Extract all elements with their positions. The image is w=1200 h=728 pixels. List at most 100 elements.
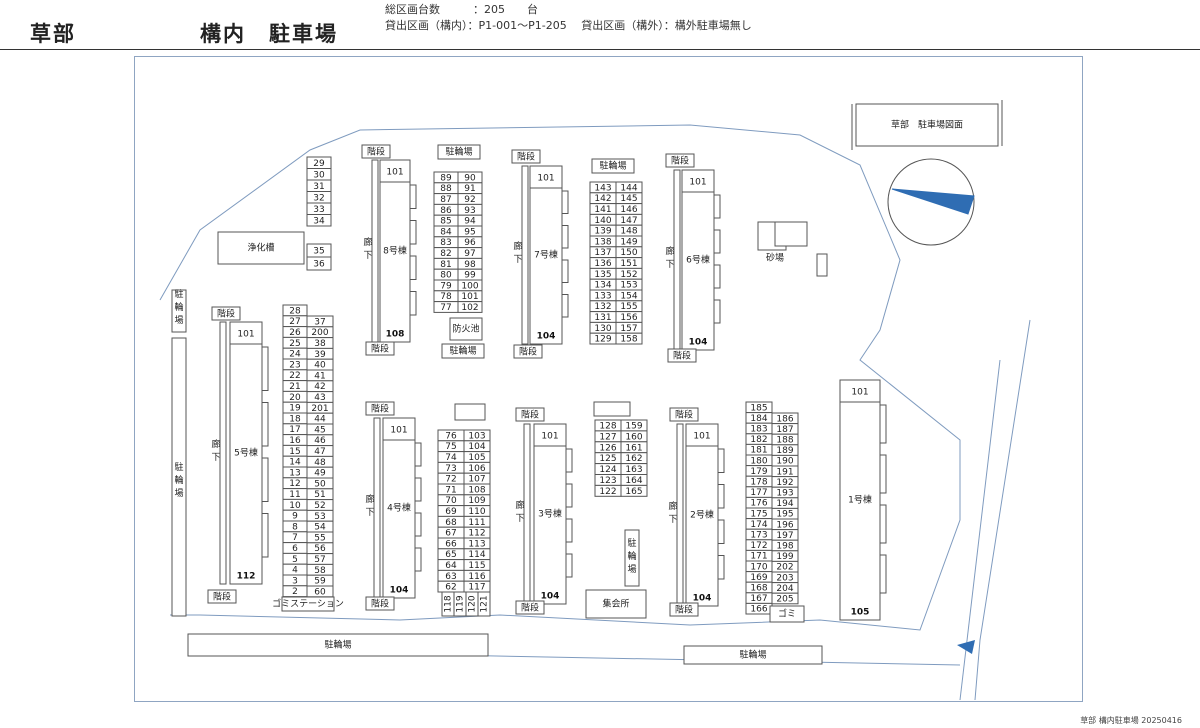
lot-21: 21 <box>289 382 300 392</box>
lot-142: 142 <box>594 194 611 204</box>
building-room-box <box>229 321 263 345</box>
stairs-label: 階段 <box>217 308 235 320</box>
lot-57: 57 <box>314 555 325 565</box>
lot-108: 108 <box>468 485 485 495</box>
building-name: 7号棟 <box>534 249 558 261</box>
lot-177: 177 <box>750 488 767 498</box>
lot-77: 77 <box>440 303 451 313</box>
lot-6: 6 <box>292 544 298 554</box>
stairs-label: 階段 <box>675 604 693 616</box>
corridor-label: 廊下 <box>665 245 674 270</box>
stairs-label: 階段 <box>521 602 539 614</box>
lot-153: 153 <box>620 281 637 291</box>
balcony <box>717 448 725 473</box>
lot-81: 81 <box>440 260 451 270</box>
lot-141: 141 <box>594 205 611 215</box>
lot-49: 49 <box>314 469 326 479</box>
corridor <box>373 417 381 599</box>
lot-13: 13 <box>289 468 300 478</box>
lot-90: 90 <box>464 173 476 183</box>
lot-189: 189 <box>776 446 793 456</box>
lot-133: 133 <box>594 291 611 301</box>
lot-118: 118 <box>444 595 454 612</box>
lot-27: 27 <box>289 317 300 327</box>
building-name: 6号棟 <box>686 254 710 266</box>
lot-64: 64 <box>445 561 457 571</box>
lot-150: 150 <box>620 248 637 258</box>
garbage-station-small <box>769 605 805 623</box>
lot-147: 147 <box>620 216 637 226</box>
balcony <box>561 190 569 214</box>
lot-198: 198 <box>776 542 793 552</box>
stairs-label: 階段 <box>675 409 693 421</box>
building-name: 3号棟 <box>538 508 562 520</box>
balcony <box>261 346 269 391</box>
corridor-label: 廊下 <box>365 493 374 518</box>
lot-174: 174 <box>750 520 767 530</box>
lot-103: 103 <box>468 431 485 441</box>
lot-53: 53 <box>314 512 325 522</box>
room-101: 101 <box>390 426 407 436</box>
lot-134: 134 <box>594 281 611 291</box>
lot-178: 178 <box>750 478 767 488</box>
lot-74: 74 <box>445 453 457 463</box>
lot-28: 28 <box>289 306 301 316</box>
balcony <box>717 555 725 580</box>
lot-43: 43 <box>314 393 325 403</box>
bike-shelter-long <box>171 337 187 617</box>
lot-158: 158 <box>620 335 637 345</box>
lot-75: 75 <box>445 442 456 452</box>
lot-137: 137 <box>594 248 611 258</box>
lot-124: 124 <box>599 465 616 475</box>
lot-72: 72 <box>445 475 456 485</box>
small-box-2 <box>593 401 631 417</box>
lot-127: 127 <box>599 432 616 442</box>
stairs-box <box>511 149 541 164</box>
header-rule <box>0 49 1200 50</box>
lot-182: 182 <box>750 435 767 445</box>
septic-label: 浄化槽 <box>247 242 274 254</box>
lot-135: 135 <box>594 270 611 280</box>
lot-37: 37 <box>314 317 325 327</box>
lot-39: 39 <box>314 350 326 360</box>
lot-203: 203 <box>776 573 793 583</box>
lot-34: 34 <box>313 216 325 226</box>
lot-112: 112 <box>468 529 485 539</box>
lot-54: 54 <box>314 523 326 533</box>
room-104: 104 <box>537 332 556 342</box>
lot-194: 194 <box>776 499 793 509</box>
balcony <box>409 255 417 280</box>
lot-62: 62 <box>445 583 456 593</box>
lot-201: 201 <box>311 404 328 414</box>
stairs-box <box>665 153 695 168</box>
stairs-label: 階段 <box>517 151 535 163</box>
stairs-box <box>669 407 699 422</box>
lot-121: 121 <box>480 595 490 612</box>
lot-44: 44 <box>314 415 326 425</box>
stairs-label: 階段 <box>367 146 385 158</box>
lot-85: 85 <box>440 217 451 227</box>
balcony <box>717 519 725 544</box>
stairs-label: 階段 <box>671 155 689 167</box>
lot-14: 14 <box>289 458 301 468</box>
lot-20: 20 <box>289 393 301 403</box>
bike-label: 駐輪場 <box>174 461 183 499</box>
stairs-box <box>365 401 395 416</box>
lot-117: 117 <box>468 583 485 593</box>
stairs-box <box>365 596 395 611</box>
stairs-box <box>211 306 241 321</box>
lot-162: 162 <box>625 454 642 464</box>
map-title-scroll <box>855 103 999 147</box>
lot-88: 88 <box>440 184 452 194</box>
small-box <box>454 403 486 421</box>
lot-100: 100 <box>461 281 478 291</box>
room-104: 104 <box>693 594 712 604</box>
lot-12: 12 <box>289 479 300 489</box>
lot-204: 204 <box>776 584 793 594</box>
lot-187: 187 <box>776 425 793 435</box>
room-101: 101 <box>693 432 710 442</box>
lot-110: 110 <box>468 507 485 517</box>
lot-3: 3 <box>292 576 298 586</box>
building-room-box <box>529 165 563 189</box>
